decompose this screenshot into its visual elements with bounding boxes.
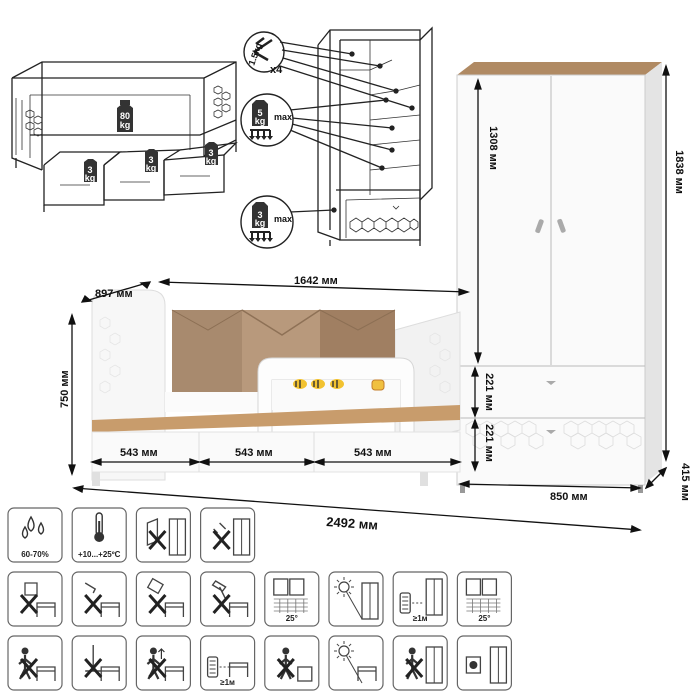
keep-heater-distance-sofa-icon-caption: ≥1м — [220, 678, 235, 687]
temperature-icon: +10...+25ºC — [71, 507, 127, 563]
bee-decoration — [293, 379, 385, 391]
wardrobe-width-dimension: 850 мм — [550, 491, 588, 503]
load-pointer-lines — [279, 41, 415, 213]
drawer-weight-2-value: 3 — [148, 155, 153, 165]
no-pushing-wardrobe-icon — [392, 635, 448, 691]
bed-load-value: 80 — [120, 111, 130, 121]
bed-drawer-weights: 3 kg 3 kg 3 kg — [84, 142, 218, 183]
dimension-lines — [68, 63, 670, 533]
care-icons-grid: 60-70% +10...+25ºC 25° ≥1м 25° ≥1м — [7, 507, 512, 691]
temperature-icon-caption: +10...+25ºC — [78, 550, 121, 559]
keep-heater-distance-1m-icon-caption: ≥1м — [413, 614, 428, 623]
drawer-weight-3-unit: kg — [206, 156, 217, 166]
no-direct-sunlight-sofa-icon — [328, 635, 384, 691]
wardrobe — [456, 62, 662, 493]
wardrobe-depth-dimension: 415 мм — [679, 463, 691, 501]
bed-load-weight-80: 80 kg — [117, 100, 133, 132]
no-pouring-on-sofa-icon — [71, 571, 127, 627]
wardrobe-interior-drawing — [317, 26, 433, 246]
keep-heater-distance-1m-icon: ≥1м — [392, 571, 448, 627]
keep-heater-distance-sofa-icon: ≥1м — [200, 635, 256, 691]
shelf-max-label: max — [274, 112, 292, 122]
keep-temperature-25-second-icon: 25° — [456, 571, 512, 627]
wardrobe-upper-height-dimension: 1308 мм — [487, 126, 499, 170]
wardrobe-drawer-2-dimension: 221 мм — [483, 424, 495, 462]
no-jumping-up-down-icon — [135, 635, 191, 691]
no-jumping-on-sofa-icon — [71, 635, 127, 691]
humidity-icon-caption: 60-70% — [21, 550, 49, 559]
shelf-load-marker: 1.5kg x4 — [243, 31, 285, 76]
keep-temperature-25-icon-caption: 25° — [286, 614, 298, 623]
bed-load-unit: kg — [120, 120, 131, 130]
sofa-length-dimension: 1642 мм — [294, 275, 338, 287]
drawer-wardrobe-load-unit: kg — [255, 218, 266, 228]
drawer-weight-3-value: 3 — [208, 148, 213, 158]
no-heavy-objects-on-sofa-icon — [7, 571, 63, 627]
sofa-bed — [91, 289, 461, 486]
drawer-weight-1-value: 3 — [87, 165, 92, 175]
no-chopping-near-furniture-icon — [200, 571, 256, 627]
no-direct-sunlight-wardrobe-icon — [328, 571, 384, 627]
sofa-height-dimension: 750 мм — [59, 370, 71, 408]
drawer-1-dimension: 543 мм — [120, 447, 158, 459]
keep-temperature-25-icon: 25° — [264, 571, 320, 627]
no-pushing-sofa-icon — [264, 635, 320, 691]
keep-temperature-25-second-icon-caption: 25° — [478, 614, 490, 623]
no-hanging-on-door-icon — [135, 507, 191, 563]
drawer-2-dimension: 543 мм — [235, 447, 273, 459]
no-wet-cleaning-icon — [200, 507, 256, 563]
wardrobe-height-dimension: 1838 мм — [673, 150, 685, 194]
drawer-weight-2-unit: kg — [146, 163, 157, 173]
humidity-icon: 60-70% — [7, 507, 63, 563]
no-pulling-sofa-icon — [7, 635, 63, 691]
drawer-weight-1-unit: kg — [85, 173, 96, 183]
drawer-3kg-max-marker: 3 kg max — [240, 195, 294, 249]
drawer-wardrobe-load-value: 3 — [257, 210, 262, 220]
shelf-wardrobe-load-unit: kg — [255, 116, 266, 126]
total-width-dimension: 2492 мм — [326, 514, 379, 533]
drawer-3-dimension: 543 мм — [354, 447, 392, 459]
no-moving-loaded-wardrobe-icon — [456, 635, 512, 691]
shelf-count: x4 — [270, 64, 283, 76]
sofa-depth-dimension: 897 мм — [95, 288, 133, 300]
wardrobe-drawer-1-dimension: 221 мм — [483, 373, 495, 411]
bed-line-drawing — [11, 61, 238, 212]
drawer-max-label: max — [274, 214, 292, 224]
no-dropping-on-sofa-icon — [135, 571, 191, 627]
shelf-wardrobe-load-value: 5 — [257, 108, 262, 118]
shelf-5kg-max-marker: 5 kg max — [240, 93, 294, 147]
